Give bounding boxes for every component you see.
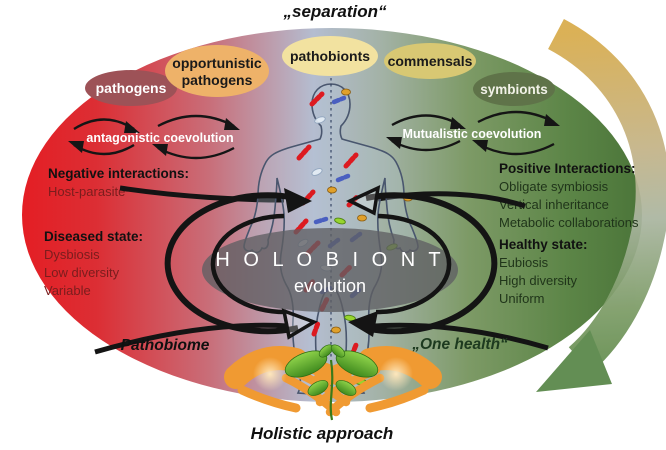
diseased-state-item: Variable bbox=[44, 283, 91, 298]
ring-arrowhead-left-top bbox=[284, 188, 312, 213]
plant bbox=[284, 344, 379, 421]
holobiont-ellipse bbox=[202, 228, 458, 312]
separation-title: „separation“ bbox=[283, 2, 387, 21]
negative-interactions-item: Host-parasite bbox=[48, 184, 125, 199]
holobiont-subtitle: evolution bbox=[294, 276, 366, 296]
ring-arrowhead-left-bottom bbox=[281, 308, 319, 340]
big-ring-arrows bbox=[164, 185, 498, 340]
bubble-symbionts-label: symbionts bbox=[480, 82, 548, 97]
coevolution-cycle-left bbox=[68, 114, 240, 160]
healthy-state-item: Eubiosis bbox=[499, 255, 549, 270]
bubble-pathobionts: pathobionts bbox=[282, 36, 378, 76]
pathobiome-label: Pathobiome bbox=[121, 337, 210, 354]
bubble-commensals: commensals bbox=[384, 43, 476, 79]
bubble-pathogens-label: pathogens bbox=[96, 80, 167, 96]
positive-interactions-item: Obligate symbiosis bbox=[499, 179, 609, 194]
bubble-symbionts: symbionts bbox=[473, 72, 555, 106]
one-health-label: „One health“ bbox=[411, 336, 508, 353]
right-palm-glow bbox=[379, 357, 413, 391]
diseased-state-item: Dysbiosis bbox=[44, 247, 100, 262]
healthy-state-block: Healthy state: Eubiosis High diversity U… bbox=[499, 237, 588, 306]
main-gradient-ellipse bbox=[22, 28, 642, 402]
ring-arrowhead-right-bottom bbox=[348, 311, 378, 337]
flow-arrow bbox=[536, 18, 666, 392]
healthy-state-item: High diversity bbox=[499, 273, 578, 288]
holobiont-title: H O L O B I O N T bbox=[215, 249, 444, 271]
bubble-pathogens: pathogens bbox=[85, 70, 177, 106]
healthy-state-heading: Healthy state: bbox=[499, 237, 588, 252]
bubble-opportunistic-pathogens: opportunistic pathogens bbox=[165, 45, 269, 97]
positive-interactions-heading: Positive Interactions: bbox=[499, 161, 636, 176]
bubble-opportunistic-line1: opportunistic bbox=[172, 55, 262, 71]
antagonistic-coevolution-label: antagonistic coevolution bbox=[86, 131, 233, 145]
left-palm-glow bbox=[253, 357, 287, 391]
bubble-opportunistic-line2: pathogens bbox=[182, 72, 253, 88]
coevolution-cycle-right bbox=[386, 110, 560, 156]
positive-interactions-block: Positive Interactions: Obligate symbiosi… bbox=[499, 161, 639, 230]
bubble-pathobionts-label: pathobionts bbox=[290, 48, 370, 64]
positive-interactions-item: Vertical inheritance bbox=[499, 197, 609, 212]
mutualistic-coevolution-label: Mutualistic coevolution bbox=[403, 127, 542, 141]
healthy-state-item: Uniform bbox=[499, 291, 545, 306]
negative-interactions-heading: Negative interactions: bbox=[48, 166, 189, 181]
holistic-approach-caption: Holistic approach bbox=[251, 424, 394, 443]
diseased-state-item: Low diversity bbox=[44, 265, 120, 280]
diseased-state-heading: Diseased state: bbox=[44, 229, 143, 244]
bubble-commensals-label: commensals bbox=[388, 53, 473, 69]
positive-interactions-item: Metabolic collaborations bbox=[499, 215, 639, 230]
negative-interactions-block: Negative interactions: Host-parasite bbox=[48, 166, 189, 199]
diseased-state-block: Diseased state: Dysbiosis Low diversity … bbox=[44, 229, 143, 298]
orange-microbes bbox=[327, 88, 413, 334]
ring-arrowhead-right-top bbox=[345, 185, 381, 216]
